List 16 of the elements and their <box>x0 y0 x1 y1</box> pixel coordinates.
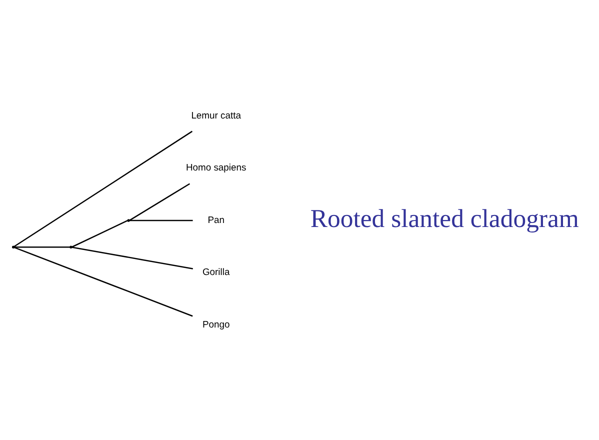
connector <box>72 220 128 248</box>
node-text: Homo sapiens <box>186 161 246 172</box>
connector <box>14 246 193 316</box>
node-point <box>70 245 72 248</box>
node-text: Pan <box>208 213 224 224</box>
node-text: Lemur catta <box>191 108 241 120</box>
connector <box>14 246 70 248</box>
node-text: Pongo <box>202 318 230 330</box>
connector <box>72 246 193 269</box>
connector <box>129 182 190 220</box>
node-text: Gorilla <box>202 266 230 277</box>
connector <box>130 219 193 221</box>
connector <box>14 130 193 247</box>
node-point <box>12 245 15 248</box>
label: Rooted slanted cladogram <box>310 203 579 232</box>
node-point <box>127 218 130 222</box>
